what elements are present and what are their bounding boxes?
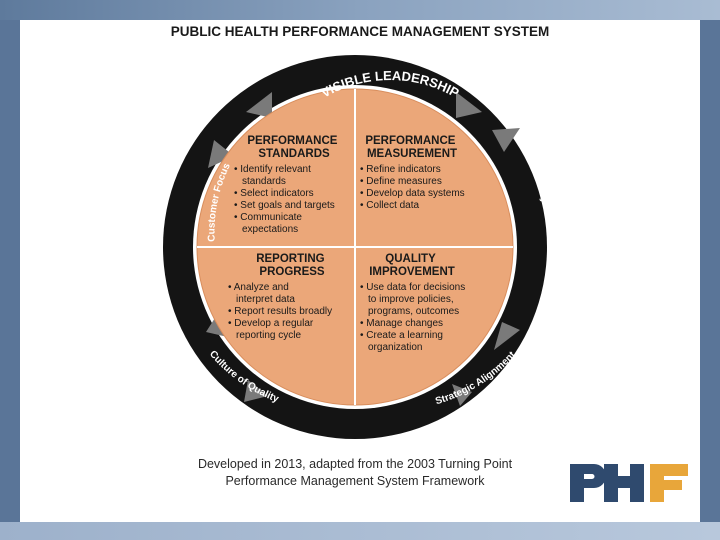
diagram-title: Public Health Performance Management Sys…: [171, 24, 550, 39]
arrow-bottom-right: [452, 384, 472, 406]
quadrant-bullets: • Identify relevant standards • Select i…: [234, 164, 338, 235]
quadrant-heading: QUALITY IMPROVEMENT: [369, 253, 455, 278]
quadrant-bullets: • Analyze and interpret data • Report re…: [228, 282, 335, 341]
caption: Developed in 2013, adapted from the 2003…: [160, 456, 550, 490]
quadrant-quality-improvement: QUALITY IMPROVEMENT • Use data for decis…: [360, 253, 468, 353]
bottom-band: [0, 522, 720, 540]
slide: Public Health Performance Management Sys…: [20, 20, 700, 522]
quadrant-bullets: • Use data for decisions to improve poli…: [360, 282, 468, 353]
quadrant-heading: REPORTING PROGRESS: [256, 253, 328, 278]
arrow-bottom-left: [244, 380, 268, 402]
quadrant-performance-standards: PERFORMANCE STANDARDS • Identify relevan…: [234, 135, 340, 235]
performance-management-diagram: Public Health Performance Management Sys…: [163, 24, 550, 439]
quadrant-heading: PERFORMANCE MEASUREMENT: [365, 135, 458, 160]
caption-line-2: Performance Management System Framework: [225, 474, 485, 488]
arrow-right-top: [492, 128, 520, 152]
quadrant-reporting-progress: REPORTING PROGRESS • Analyze and interpr…: [228, 253, 335, 341]
arrow-top-right: [456, 92, 482, 118]
quadrant-heading: PERFORMANCE STANDARDS: [247, 135, 340, 160]
phf-logo: [570, 464, 688, 502]
arrow-top-left: [246, 92, 272, 118]
quadrant-bullets: • Refine indicators • Define measures • …: [360, 164, 467, 211]
caption-line-1: Developed in 2013, adapted from the 2003…: [197, 457, 513, 471]
arrow-left-top: [208, 140, 234, 168]
top-band: [0, 0, 720, 20]
quadrant-performance-measurement: PERFORMANCE MEASUREMENT • Refine indicat…: [360, 135, 467, 211]
arrow-right-bottom: [494, 322, 520, 350]
